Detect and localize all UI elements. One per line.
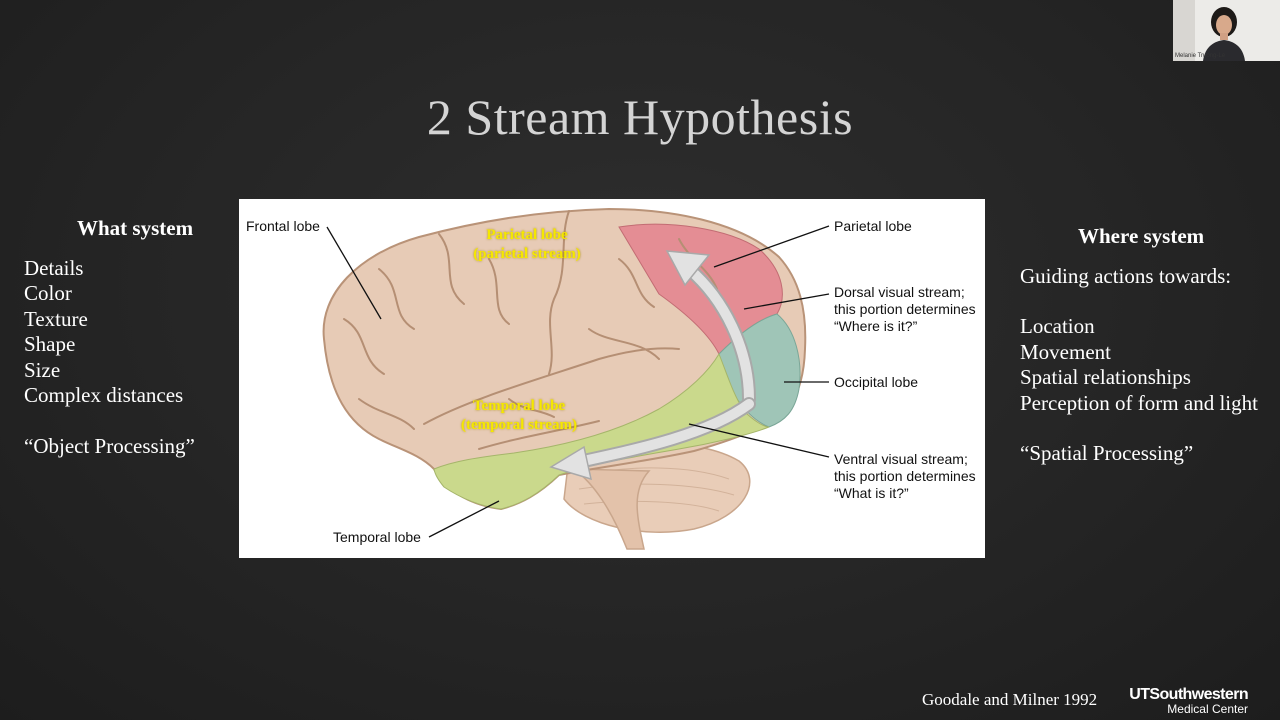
parietal-lobe-label: Parietal lobe bbox=[834, 218, 912, 234]
slide-title: 2 Stream Hypothesis bbox=[426, 89, 854, 145]
where-system-column: Where system Guiding actions towards: Lo… bbox=[1020, 224, 1260, 467]
what-item: Details bbox=[24, 255, 84, 280]
brainstem bbox=[571, 468, 651, 550]
what-system-heading: What system bbox=[77, 216, 194, 240]
what-item: Size bbox=[24, 357, 61, 382]
parietal-stream-overlay: Parietal lobe (parietal stream) bbox=[473, 227, 581, 262]
what-item: Complex distances bbox=[24, 383, 184, 407]
participant-name: Melanie Truong-Le bbox=[1175, 53, 1226, 59]
what-item: Texture bbox=[24, 306, 88, 331]
where-item: Spatial relationships bbox=[1020, 365, 1191, 389]
citation: Goodale and Milner 1992 bbox=[922, 690, 1098, 709]
dorsal-stream-arrow bbox=[665, 250, 756, 406]
where-intro: Guiding actions towards: bbox=[1020, 263, 1232, 288]
where-summary: “Spatial Processing” bbox=[1020, 441, 1194, 465]
webcam-thumbnail[interactable]: Melanie Truong-Le bbox=[1173, 0, 1280, 61]
what-system-column: What system Details Color Texture Shape … bbox=[24, 216, 234, 459]
presenter-video-icon bbox=[1173, 0, 1280, 61]
where-item: Location bbox=[1020, 314, 1095, 338]
what-item: Color bbox=[24, 281, 72, 305]
occipital-lobe-label: Occipital lobe bbox=[834, 374, 919, 390]
brain-illustration bbox=[322, 207, 830, 550]
brain-figure: Frontal lobe Parietal lobe Dorsal visual… bbox=[239, 199, 985, 558]
where-item: Perception of form and light bbox=[1020, 390, 1258, 415]
temporal-stream-overlay: Temporal lobe (temporal stream) bbox=[461, 398, 577, 433]
what-item: Shape bbox=[24, 332, 76, 356]
temporal-region bbox=[433, 352, 770, 510]
ventral-stream-arrow bbox=[549, 397, 756, 481]
where-item: Movement bbox=[1020, 339, 1111, 364]
what-summary: “Object Processing” bbox=[24, 433, 195, 458]
where-system-heading: Where system bbox=[1078, 224, 1205, 248]
frontal-lobe-label: Frontal lobe bbox=[246, 218, 320, 234]
ventral-stream-label: Ventral visual stream; this portion dete… bbox=[834, 451, 976, 501]
ut-southwestern-logo: UTSouthwestern Medical Center bbox=[1129, 686, 1248, 716]
dorsal-stream-label: Dorsal visual stream; this portion deter… bbox=[834, 284, 976, 334]
temporal-lobe-label: Temporal lobe bbox=[333, 529, 421, 545]
